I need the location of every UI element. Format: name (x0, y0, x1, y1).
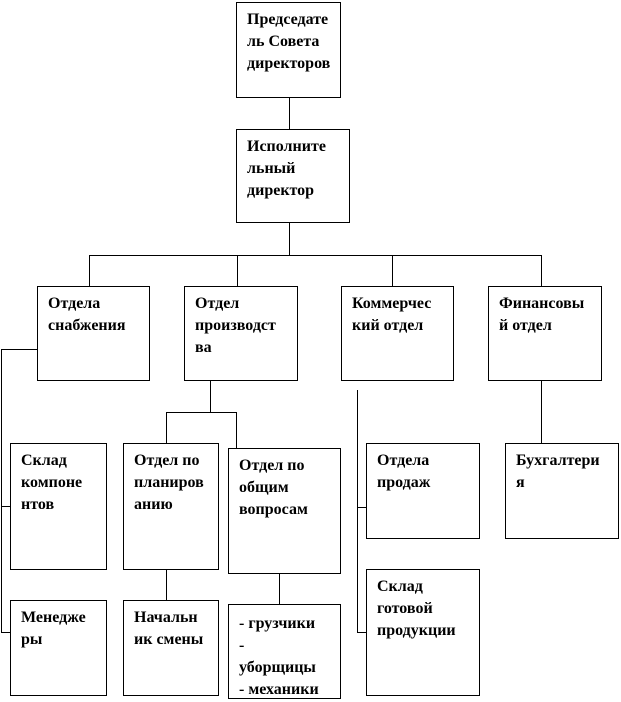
connector (357, 632, 366, 633)
connector (1, 349, 37, 350)
node-text: анию (134, 496, 173, 513)
connector (89, 255, 542, 256)
node-text: Финансовы (499, 295, 585, 312)
node-text: - механики (239, 681, 319, 698)
connector (392, 255, 393, 286)
connector (236, 412, 237, 448)
node-accounting: Бухгалтери я (505, 443, 619, 539)
node-text: Отдела (377, 452, 430, 469)
node-text: Начальн (134, 609, 198, 626)
connector (541, 380, 542, 443)
connector (279, 573, 280, 604)
node-text: директоров (247, 55, 331, 72)
node-production: Отдел производст ва (184, 286, 298, 381)
node-workers: - грузчики - уборщицы - механики (228, 604, 341, 699)
node-text: вопросам (239, 501, 308, 518)
node-text: производст (195, 317, 276, 334)
node-text: общим (239, 479, 289, 496)
node-text: ры (21, 631, 43, 648)
connector (357, 507, 366, 508)
node-planning: Отдел по планиров анию (123, 443, 219, 570)
node-text: Отдела (48, 295, 101, 312)
node-commercial: Коммерчес кий отдел (341, 286, 454, 381)
node-text: ва (195, 339, 212, 356)
node-text: - грузчики (239, 615, 316, 632)
node-text: Председате (247, 11, 329, 28)
node-text: Склад (21, 452, 67, 469)
node-text: кий отдел (352, 317, 424, 334)
node-sales: Отдела продаж (366, 443, 480, 539)
connector (357, 390, 358, 633)
node-text: й отдел (499, 317, 552, 334)
node-text: я (516, 474, 525, 491)
connector (166, 412, 237, 413)
node-text: компоне (21, 474, 83, 491)
node-general-affairs: Отдел по общим вопросам (228, 448, 341, 574)
connector (89, 255, 90, 286)
node-managers: Менедже ры (10, 600, 107, 696)
connector (237, 255, 238, 286)
connector (1, 349, 2, 633)
node-text: продаж (377, 474, 431, 491)
node-text: льный (247, 160, 296, 177)
node-finished-goods-warehouse: Склад готовой продукции (366, 569, 480, 696)
node-text: Исполните (247, 138, 326, 155)
node-text: снабжения (48, 317, 126, 334)
node-text: Коммерчес (352, 295, 432, 312)
node-text: - (239, 637, 245, 654)
node-shift-chief: Начальн ик смены (123, 600, 219, 696)
connector (1, 506, 11, 507)
node-chairman: Председате ль Совета директоров (236, 2, 341, 98)
connector (166, 412, 167, 443)
node-text: планиров (134, 474, 204, 491)
node-components-warehouse: Склад компоне нтов (10, 443, 107, 570)
connector (166, 569, 167, 600)
node-supply: Отдела снабжения (37, 286, 150, 381)
connector (289, 222, 290, 255)
connector (289, 97, 290, 129)
node-text: директор (247, 182, 315, 199)
node-text: Отдел (195, 295, 240, 312)
node-text: Отдел по (239, 457, 305, 474)
node-executive-director: Исполните льный директор (236, 129, 350, 223)
node-text: нтов (21, 496, 55, 513)
node-text: Отдел по (134, 452, 200, 469)
node-text: продукции (377, 622, 456, 639)
node-text: ль Совета (247, 33, 320, 50)
connector (541, 255, 542, 286)
node-text: Менедже (21, 609, 86, 626)
connector (1, 632, 11, 633)
connector (210, 380, 211, 412)
node-text: ик смены (134, 631, 204, 648)
node-text: Бухгалтери (516, 452, 600, 469)
node-text: Склад (377, 578, 423, 595)
node-finance: Финансовы й отдел (488, 286, 602, 381)
node-text: уборщицы (239, 659, 316, 676)
node-text: готовой (377, 600, 433, 617)
